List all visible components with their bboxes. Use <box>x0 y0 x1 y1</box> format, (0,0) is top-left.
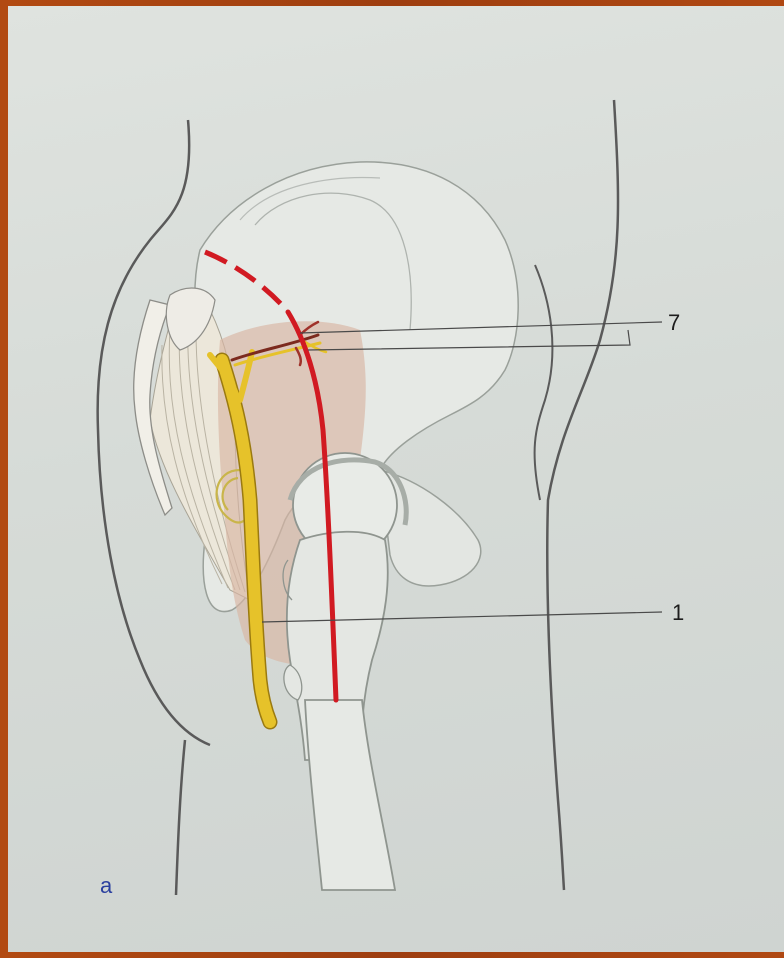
femur-shaft <box>305 700 395 890</box>
panel-letter: a <box>100 873 113 898</box>
label-7: 7 <box>668 310 680 335</box>
pubic-bone <box>380 470 481 586</box>
label-1: 1 <box>672 600 684 625</box>
thigh-outline-left <box>176 740 185 895</box>
body-outline-right <box>547 100 618 890</box>
inguinal-outline <box>535 265 553 500</box>
